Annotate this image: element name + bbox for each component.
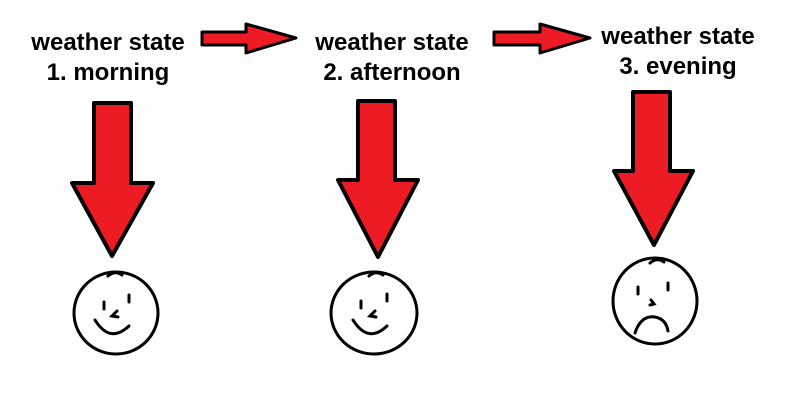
state-title: weather state — [601, 23, 755, 50]
happy-face-morning — [72, 270, 160, 356]
state-label-afternoon: weather state 2. afternoon — [298, 28, 486, 88]
down-arrow-evening — [612, 90, 695, 247]
state-step: 1. morning — [46, 59, 170, 86]
state-step: 2. afternoon — [323, 59, 461, 86]
state-label-morning: weather state 1. morning — [14, 28, 202, 88]
state-title: weather state — [31, 29, 185, 56]
state-title: weather state — [315, 29, 469, 56]
state-label-evening: weather state 3. evening — [584, 22, 772, 82]
happy-face-afternoon — [329, 270, 419, 356]
transition-arrow-1-to-2 — [200, 22, 298, 55]
state-step: 3. evening — [619, 53, 737, 80]
down-arrow-afternoon — [336, 99, 420, 259]
sad-face-evening — [611, 256, 699, 346]
transition-arrow-2-to-3 — [492, 22, 592, 55]
down-arrow-morning — [70, 101, 155, 258]
